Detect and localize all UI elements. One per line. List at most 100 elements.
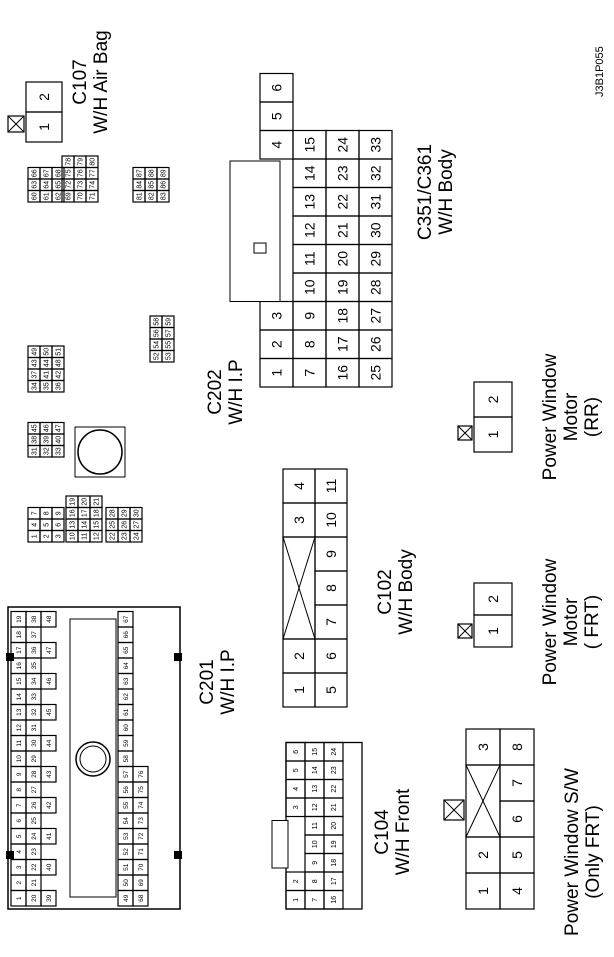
pin-number: 2 — [475, 851, 491, 859]
pin-number: 1 — [269, 369, 285, 377]
pin-number: 24 — [31, 832, 38, 840]
pin-number: 32 — [368, 165, 384, 181]
pin-number: 40 — [46, 863, 53, 871]
pin-number: 31 — [368, 194, 384, 210]
pin-number: 25 — [368, 365, 384, 381]
pin-number: 79 — [78, 158, 85, 166]
pin-number: 37 — [31, 631, 38, 639]
c201-code: C201 — [197, 659, 218, 705]
pin-number: 65 — [123, 646, 130, 654]
c104-name: W/H Front — [393, 788, 414, 876]
pin-number: 87 — [137, 169, 144, 177]
pin-number: 78 — [66, 158, 73, 166]
pin-number: 47 — [46, 646, 53, 654]
pin-number: 39 — [46, 894, 53, 902]
pin-number: 20 — [331, 822, 338, 830]
pin-cell — [25, 81, 63, 113]
pin-number: 7 — [302, 369, 318, 377]
c104-latch — [271, 820, 289, 869]
c351-name: W/H Body — [436, 149, 457, 235]
pin-number: 75 — [138, 786, 145, 794]
pin-number: 57 — [123, 770, 130, 778]
pin-number: 3 — [56, 534, 63, 538]
pw-rr-lock-icon — [457, 425, 473, 441]
c102-label: C102 W/H Body — [375, 517, 417, 667]
pin-number: 43 — [32, 359, 39, 367]
pin-cell — [51, 166, 65, 180]
pin-number: 11 — [302, 251, 318, 266]
pin-number: 2 — [485, 595, 501, 603]
c102-name: W/H Body — [396, 549, 417, 635]
pin-number: 26 — [31, 801, 38, 809]
pin-number: 59 — [123, 739, 130, 747]
pin-cell — [40, 641, 57, 659]
pin-number: 5 — [269, 112, 285, 120]
pin-number: 27 — [31, 786, 38, 794]
pin-number: 42 — [46, 801, 53, 809]
pin-number: 18 — [94, 509, 101, 517]
c201-label: C201 W/H I.P — [197, 607, 239, 757]
pin-number: 76 — [78, 169, 85, 177]
pin-number: 20 — [335, 251, 351, 267]
pin-number: 31 — [31, 724, 38, 732]
pin-number: 49 — [32, 348, 39, 356]
pin-number: 51 — [56, 348, 63, 356]
pin-number: 22 — [31, 863, 38, 871]
c202-hole-frame — [74, 426, 126, 478]
pin-cell — [51, 345, 65, 359]
pin-number: 44 — [44, 359, 51, 367]
pin-number: 41 — [44, 371, 51, 379]
pin-cell — [40, 765, 57, 783]
pin-number: 2 — [485, 395, 501, 403]
pin-number: 29 — [368, 251, 384, 267]
pin-cell — [40, 610, 57, 628]
pin-number: 48 — [56, 359, 63, 367]
pin-number: 23 — [31, 848, 38, 856]
pin-number: 60 — [123, 724, 130, 732]
pin-number: 30 — [368, 222, 384, 238]
c107-name: W/H Air Bag — [91, 30, 112, 134]
pin-number: 32 — [31, 708, 38, 716]
c201-clip — [174, 851, 182, 859]
pin-number: 23 — [335, 165, 351, 181]
pin-number: 76 — [138, 770, 145, 778]
pin-number: 68 — [56, 169, 63, 177]
pin-number: 31 — [32, 447, 39, 455]
cross-line — [457, 425, 473, 441]
pin-number: 23 — [122, 532, 129, 540]
pin-number: 4 — [291, 482, 307, 490]
c201-hole — [75, 741, 111, 777]
c351-latch-tab — [253, 242, 267, 254]
pin-number: 8 — [16, 788, 23, 792]
c201-connector: 1234567891011121314151617181920212223242… — [6, 606, 182, 910]
pin-cell — [132, 765, 149, 783]
pin-number: 2 — [269, 340, 285, 348]
c202-label: C202 W/H I.P — [205, 317, 247, 467]
pin-number: 6 — [323, 652, 339, 660]
pin-number: 43 — [46, 770, 53, 778]
pin-number: 29 — [122, 509, 129, 517]
pin-number: 13 — [302, 194, 318, 210]
pin-number: 38 — [32, 436, 39, 444]
pin-number: 9 — [312, 861, 319, 865]
pin-number: 10 — [312, 840, 319, 848]
pin-number: 66 — [32, 169, 39, 177]
pin-number: 4 — [269, 141, 285, 149]
pin-number: 36 — [31, 646, 38, 654]
pin-cell — [358, 129, 393, 160]
pin-number: 12 — [302, 222, 318, 238]
pin-number: 7 — [323, 618, 339, 626]
pin-number: 10 — [323, 512, 339, 528]
pin-number: 50 — [123, 879, 130, 887]
pin-number: 33 — [56, 447, 63, 455]
pin-number: 4 — [32, 523, 39, 527]
pin-number: 20 — [82, 498, 89, 506]
pin-number: 51 — [123, 863, 130, 871]
pin-number: 7 — [32, 511, 39, 515]
pin-number: 9 — [16, 772, 23, 776]
pin-number: 17 — [16, 646, 23, 654]
pin-number: 84 — [137, 181, 144, 189]
